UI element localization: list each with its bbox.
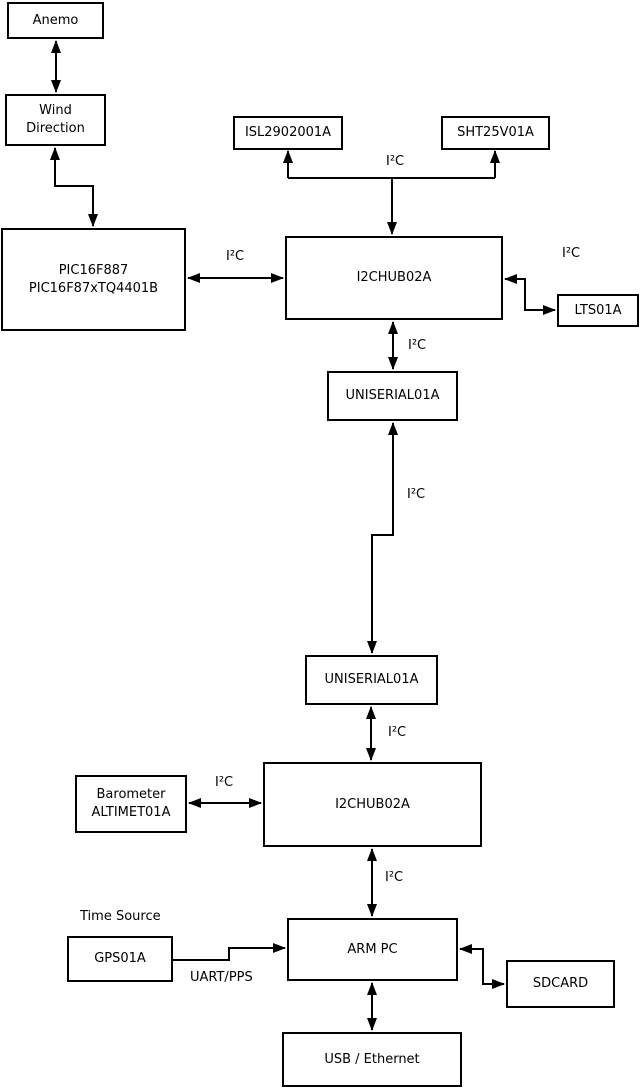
node-usb-ethernet-label: USB / Ethernet <box>324 1051 420 1067</box>
connector-uniserial1-uniserial2 <box>367 422 398 654</box>
node-gps01a-label: GPS01A <box>94 951 146 967</box>
node-wind-direction-label-line1: Wind <box>39 103 72 119</box>
node-isl2902001a: ISL2902001A <box>233 116 343 150</box>
node-i2chub02a-2-label: I2CHUB02A <box>335 796 410 812</box>
node-pic16f887: PIC16F887 PIC16F87xTQ4401B <box>1 228 186 331</box>
node-i2chub02a-2: I2CHUB02A <box>263 762 482 847</box>
node-pic16f887-label-line1: PIC16F887 <box>58 262 129 278</box>
node-uniserial01a-2: UNISERIAL01A <box>305 655 438 705</box>
node-wind-direction-label-line2: Direction <box>26 121 85 136</box>
node-anemo-label: Anemo <box>32 12 79 28</box>
node-lts01a-label: LTS01A <box>574 302 622 318</box>
node-barometer-label-line2: ALTIMET01A <box>91 805 171 820</box>
connector-gps-armpc <box>173 943 286 961</box>
edge-label-i2c-hub2-armpc: I²C <box>385 870 404 885</box>
node-isl2902001a-label: ISL2902001A <box>244 125 332 141</box>
label-time-source: Time Source <box>80 909 161 924</box>
node-arm-pc: ARM PC <box>287 918 458 981</box>
connector-hub1-lts <box>504 274 556 315</box>
node-anemo: Anemo <box>7 2 104 39</box>
edge-label-i2c-hub1-lts: I²C <box>562 246 581 261</box>
node-barometer-altimet01a: Barometer ALTIMET01A <box>75 775 187 833</box>
node-lts01a: LTS01A <box>557 294 639 327</box>
node-uniserial01a-2-label: UNISERIAL01A <box>324 672 419 688</box>
node-sdcard: SDCARD <box>506 960 615 1008</box>
node-sht25v01a-label: SHT25V01A <box>457 125 534 141</box>
node-sht25v01a: SHT25V01A <box>441 116 550 150</box>
node-i2chub02a-1-label: I2CHUB02A <box>356 270 432 286</box>
edge-label-i2c-pic-hub1: I²C <box>226 249 245 264</box>
edge-label-i2c-barometer-hub2: I²C <box>215 775 234 790</box>
node-sdcard-label: SDCARD <box>532 976 589 992</box>
node-i2chub02a-1: I2CHUB02A <box>285 236 503 320</box>
edge-label-uart-pps: UART/PPS <box>190 970 253 985</box>
node-wind-direction: Wind Direction <box>5 94 106 146</box>
edge-label-i2c-top-bus: I²C <box>386 154 405 169</box>
edge-label-i2c-hub1-uniserial1: I²C <box>408 338 427 353</box>
node-barometer-label-line1: Barometer <box>96 787 166 803</box>
edge-label-i2c-uniserial-link: I²C <box>407 487 426 502</box>
node-gps01a: GPS01A <box>67 936 173 982</box>
connector-wind-pic <box>50 147 98 227</box>
edge-label-i2c-uniserial2-hub2: I²C <box>388 725 407 740</box>
node-uniserial01a-1: UNISERIAL01A <box>327 371 458 421</box>
node-arm-pc-label: ARM PC <box>347 941 398 957</box>
connector-armpc-sdcard <box>459 944 505 989</box>
node-pic16f887-label-line2: PIC16F87xTQ4401B <box>28 280 159 296</box>
node-usb-ethernet: USB / Ethernet <box>282 1032 462 1087</box>
node-uniserial01a-1-label: UNISERIAL01A <box>345 388 440 404</box>
